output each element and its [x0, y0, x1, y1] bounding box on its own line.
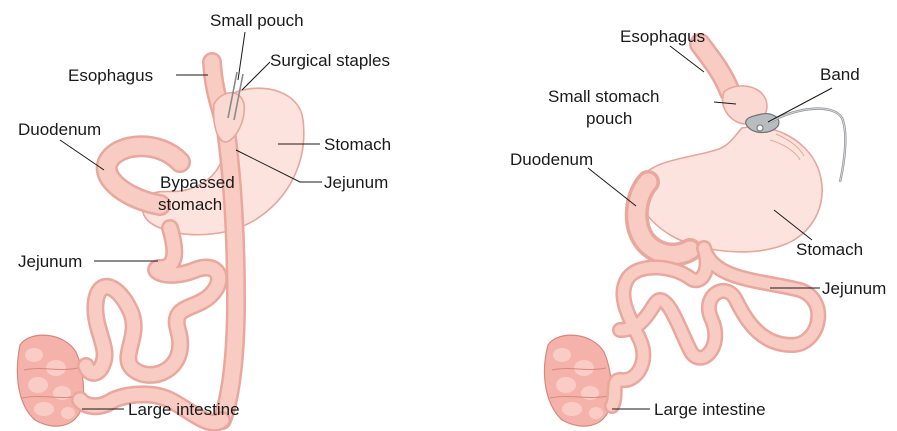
- gastric-band-illustration: Esophagus Band Small stomach pouch Duode…: [510, 27, 886, 426]
- leader-duodenum-left: [60, 140, 104, 170]
- label-stomach-left: Stomach: [324, 135, 391, 154]
- label-esophagus-left: Esophagus: [68, 66, 153, 85]
- label-jejunum-right: Jejunum: [822, 279, 886, 298]
- label-large-intestine-left: Large intestine: [128, 400, 240, 419]
- label-duodenum-right: Duodenum: [510, 150, 593, 169]
- label-large-intestine-right: Large intestine: [654, 400, 766, 419]
- label-jejunum-right-left: Jejunum: [324, 173, 388, 192]
- label-bypassed-line2: stomach: [158, 195, 222, 214]
- label-jejunum-left: Jejunum: [18, 252, 82, 271]
- jejunum-limb-left: [86, 228, 219, 375]
- leader-small-pouch: [238, 32, 245, 80]
- label-stomach-right: Stomach: [796, 240, 863, 259]
- label-small-pouch: Small pouch: [210, 11, 304, 30]
- esophagus-right: [700, 44, 730, 92]
- jejunum-right: [612, 248, 818, 406]
- label-band: Band: [820, 65, 860, 84]
- large-intestine-right: [544, 335, 611, 426]
- label-small-stomach-pouch-line2: pouch: [586, 109, 632, 128]
- leader-surgical-staples: [242, 62, 270, 90]
- label-esophagus-right: Esophagus: [620, 27, 705, 46]
- gastric-bypass-illustration: Small pouch Surgical staples Esophagus D…: [17, 11, 391, 426]
- label-small-stomach-pouch-line1: Small stomach: [548, 87, 659, 106]
- large-intestine-left: [17, 335, 83, 426]
- leader-duodenum-right: [588, 168, 636, 206]
- label-bypassed-line1: Bypassed: [160, 173, 235, 192]
- label-surgical-staples: Surgical staples: [270, 51, 390, 70]
- label-duodenum-left: Duodenum: [18, 120, 101, 139]
- leader-band: [768, 88, 832, 122]
- stomach-right: [638, 127, 822, 252]
